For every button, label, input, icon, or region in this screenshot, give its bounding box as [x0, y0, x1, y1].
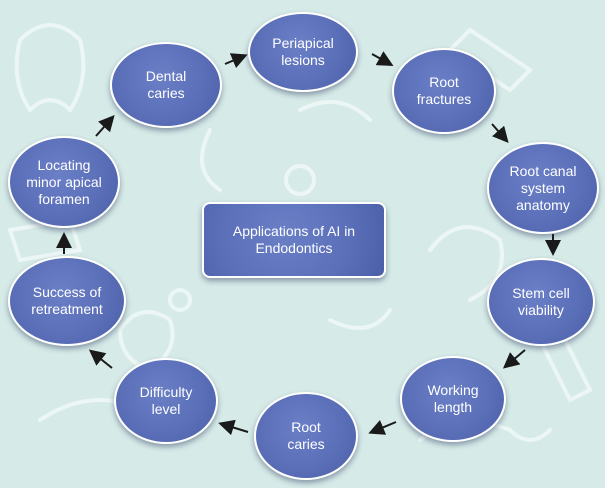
node-dental-caries: Dental caries: [110, 42, 222, 128]
node-stem-cell-viability: Stem cell viability: [487, 258, 595, 346]
node-working-length: Working length: [400, 356, 506, 442]
center-topic-box: Applications of AI in Endodontics: [202, 202, 386, 278]
node-difficulty-level: Difficulty level: [114, 358, 218, 444]
node-root-caries: Root caries: [254, 392, 358, 480]
node-success-of-retreatment: Success of retreatment: [8, 256, 126, 346]
node-locating-minor-apical-foramen: Locating minor apical foramen: [8, 136, 120, 228]
node-periapical-lesions: Periapical lesions: [248, 12, 358, 92]
node-root-fractures: Root fractures: [392, 48, 496, 134]
node-root-canal-system-anatomy: Root canal system anatomy: [487, 142, 599, 234]
